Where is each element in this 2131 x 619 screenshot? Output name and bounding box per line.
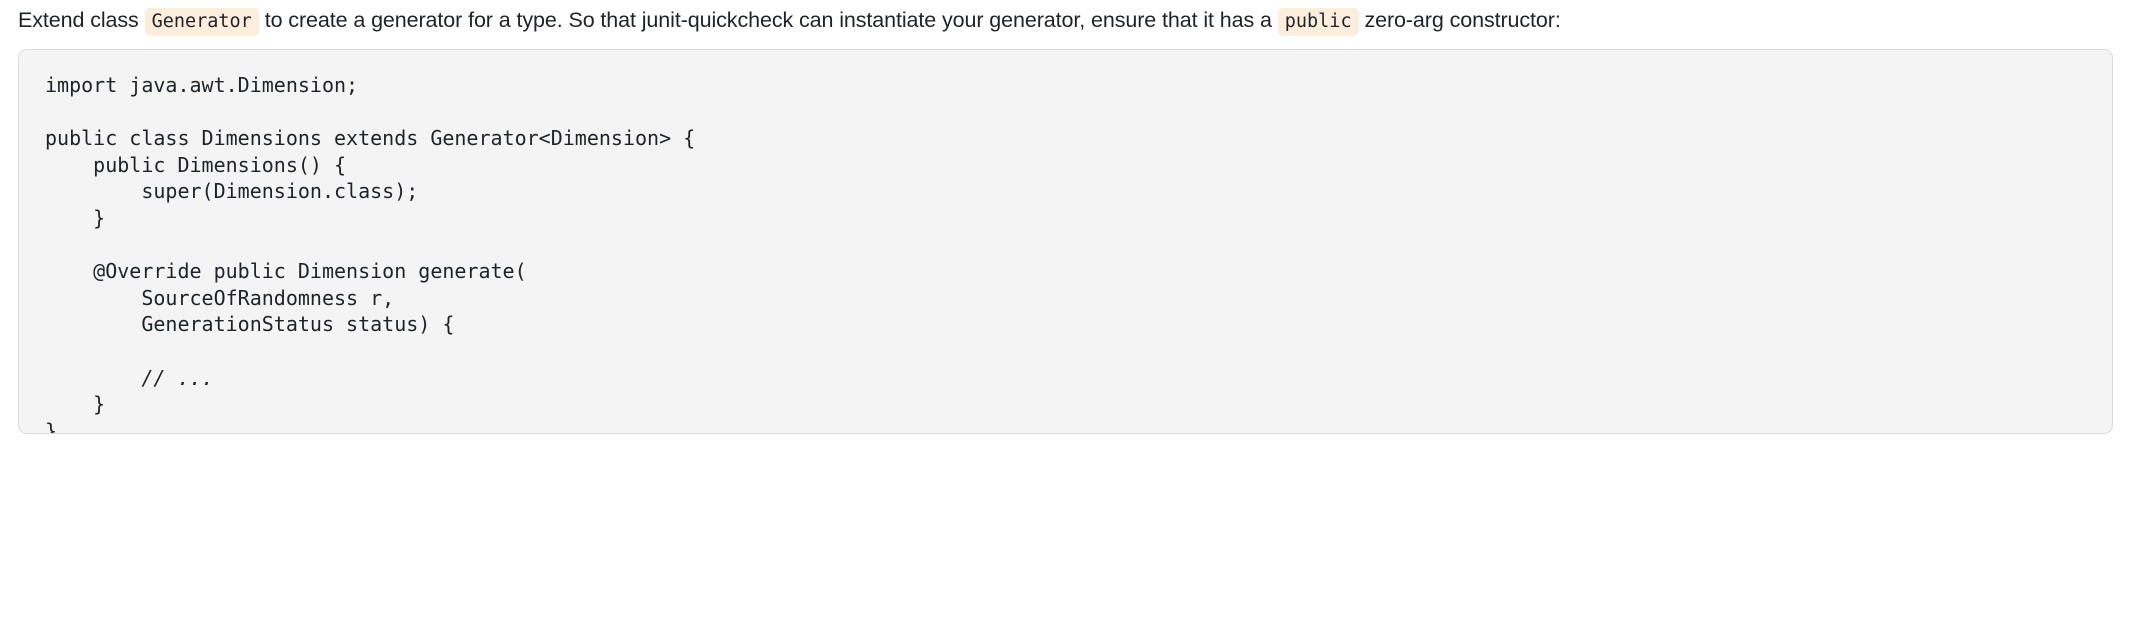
documentation-page: Extend class Generator to create a gener… <box>18 0 2113 434</box>
code-line: } <box>45 418 58 434</box>
inline-code-public: public <box>1277 8 1359 36</box>
inline-code-generator: Generator <box>144 8 259 36</box>
code-line: GenerationStatus status) { <box>45 312 455 337</box>
code-line: // ... <box>45 365 214 390</box>
code-line: } <box>45 392 106 417</box>
code-line: public class Dimensions extends Generato… <box>45 126 696 151</box>
code-line: @Override public Dimension generate( <box>45 259 527 284</box>
intro-text-part-3: zero-arg constructor: <box>1358 8 1561 32</box>
code-line: import java.awt.Dimension; <box>45 73 359 97</box>
code-line <box>45 99 2086 126</box>
intro-text-part-2: to create a generator for a type. So tha… <box>258 8 1278 32</box>
code-line: } <box>45 205 106 230</box>
intro-text-part-1: Extend class <box>18 8 145 32</box>
code-block[interactable]: import java.awt.Dimension; public class … <box>18 49 2113 434</box>
intro-paragraph: Extend class Generator to create a gener… <box>18 0 2113 38</box>
code-line <box>45 232 2086 259</box>
code-line: SourceOfRandomness r, <box>45 285 395 310</box>
code-line: super(Dimension.class); <box>45 179 419 204</box>
code-line: public Dimensions() { <box>45 152 347 177</box>
code-line <box>45 338 2086 365</box>
code-block-content: import java.awt.Dimension; public class … <box>19 72 2112 434</box>
